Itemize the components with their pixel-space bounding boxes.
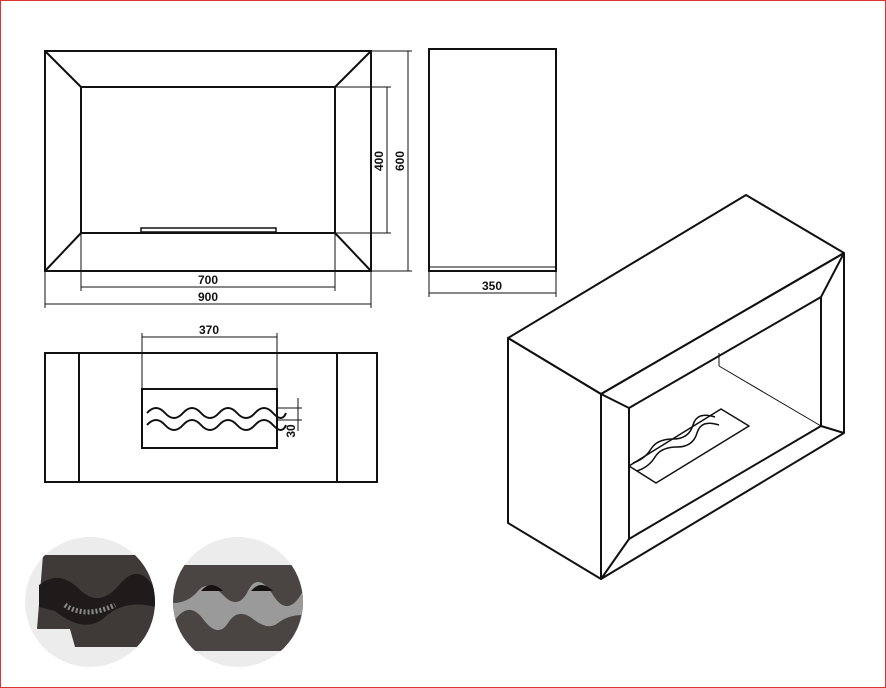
front-view [44,50,372,272]
dim-30: 30 [284,424,298,438]
dim-400: 400 [372,151,386,171]
dim-700: 700 [198,273,218,287]
front-dimensions [44,50,412,308]
dim-900: 900 [198,290,218,304]
burner-photo-front [173,537,303,667]
dim-370: 370 [199,323,219,337]
burner-front-image [173,565,303,651]
burner-angle-image [37,555,155,647]
burner-photo-angle [25,537,155,667]
dim-350: 350 [482,279,502,293]
dim-600: 600 [393,151,407,171]
side-view [428,48,557,272]
top-view [44,352,378,483]
isometric-view [507,194,845,580]
